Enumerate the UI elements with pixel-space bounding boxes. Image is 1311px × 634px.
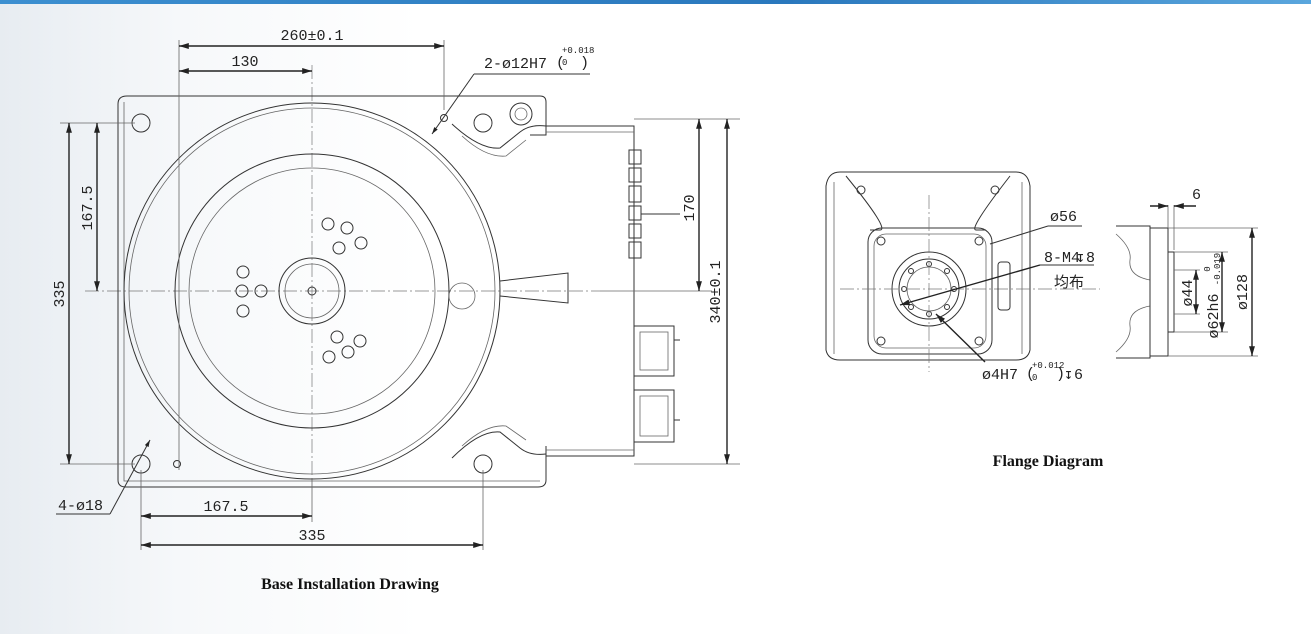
port-holes-group bbox=[235, 217, 368, 364]
pin-hole-top bbox=[440, 114, 448, 122]
dim-right-340-label: 340±0.1 bbox=[708, 260, 725, 323]
housing-boss-circle bbox=[448, 282, 476, 310]
flange-side-boss bbox=[1167, 251, 1175, 333]
flange-d62-tol-upper: 0 bbox=[1203, 266, 1213, 271]
housing-outer-circle bbox=[123, 102, 501, 480]
dim-bottom-335-label: 335 bbox=[298, 528, 325, 545]
mount-hole-top-right bbox=[473, 113, 493, 133]
dim-130-label: 130 bbox=[231, 54, 258, 71]
flange-tapped-depth: 8 bbox=[1086, 250, 1095, 267]
flange-pin-tol-lower: 0 bbox=[1032, 373, 1037, 383]
mount-holes-leader bbox=[109, 439, 151, 515]
housing-rim-circle bbox=[128, 107, 496, 475]
flange-side-body bbox=[1116, 225, 1151, 359]
flange-d44-label: ø44 bbox=[1180, 279, 1197, 306]
pin-holes-tol-upper: +0.018 bbox=[562, 46, 594, 56]
flange-tapped-leader bbox=[899, 264, 1041, 306]
dim-left-335-label: 335 bbox=[52, 280, 69, 307]
flange-pin-paren-open: ( bbox=[1026, 366, 1035, 383]
flange-pin-depth: 6 bbox=[1074, 367, 1083, 384]
flange-d128-label: ø128 bbox=[1235, 274, 1252, 310]
hub-center-dot bbox=[307, 286, 317, 296]
base-plate-inner-edge bbox=[123, 102, 540, 482]
lower-rib bbox=[451, 431, 547, 459]
pin-hole-bottom bbox=[173, 460, 181, 468]
dim-bottom-167-5-label: 167.5 bbox=[203, 499, 248, 516]
pin-holes-paren-close: ) bbox=[580, 55, 589, 72]
flange-square-plate bbox=[867, 227, 993, 355]
flange-body-outline bbox=[825, 171, 1031, 361]
mount-holes-label: 4-ø18 bbox=[58, 498, 103, 515]
flange-pin-paren-close: ) bbox=[1056, 366, 1065, 383]
flange-pin-leader bbox=[935, 313, 986, 363]
hub-inner-circle bbox=[284, 263, 340, 319]
flange-d62-tol-lower: -0.019 bbox=[1213, 253, 1223, 285]
pin-holes-paren-open: ( bbox=[556, 55, 565, 72]
top-accent-bar bbox=[0, 0, 1311, 4]
flange-side-plate bbox=[1149, 227, 1169, 357]
upper-connectors bbox=[628, 149, 680, 259]
dim-left-167-5-label: 167.5 bbox=[80, 185, 97, 230]
housing-inner-circle bbox=[188, 167, 436, 415]
flange-d56-label: ø56 bbox=[1050, 209, 1077, 226]
flange-shoulders bbox=[845, 175, 1011, 231]
housing-ring-circle bbox=[174, 153, 450, 429]
flange-pin-depth-symbol: ↧ bbox=[1064, 367, 1073, 384]
upper-rib bbox=[451, 123, 547, 149]
pin-holes-leader bbox=[431, 73, 475, 135]
side-bracket bbox=[499, 272, 569, 304]
flange-d62-label: ø62h6 bbox=[1206, 293, 1223, 338]
flange-tapped-label: 8-M4 bbox=[1044, 250, 1080, 267]
base-caption: Base Installation Drawing bbox=[261, 576, 439, 593]
lower-connectors bbox=[633, 325, 680, 443]
pin-holes-tol-lower: 0 bbox=[562, 58, 567, 68]
flange-pin-tol-upper: +0.012 bbox=[1032, 361, 1064, 371]
dim-right-170-label: 170 bbox=[682, 194, 699, 221]
flange-d56-leader bbox=[989, 225, 1049, 245]
hub-circle bbox=[278, 257, 346, 325]
flange-diagram: ø56 8-M4 ↧ 8 均布 ø4H7 ( +0.012 0 ) ↧ 6 6 … bbox=[825, 171, 1258, 470]
flange-even-label: 均布 bbox=[1054, 274, 1084, 292]
flange-pin-label: ø4H7 bbox=[982, 367, 1018, 384]
flange-thickness-label: 6 bbox=[1192, 187, 1201, 204]
pin-holes-label: 2-ø12H7 bbox=[484, 56, 547, 73]
flange-caption: Flange Diagram bbox=[993, 453, 1104, 470]
flange-tapped-depth-symbol: ↧ bbox=[1076, 250, 1085, 267]
top-right-boss bbox=[509, 102, 533, 126]
base-installation-drawing: 260±0.1 130 2-ø12H7 +0.018 0 ( ) 167.5 3… bbox=[52, 28, 740, 593]
dim-260-label: 260±0.1 bbox=[280, 28, 343, 45]
base-plate-outline bbox=[117, 95, 547, 488]
